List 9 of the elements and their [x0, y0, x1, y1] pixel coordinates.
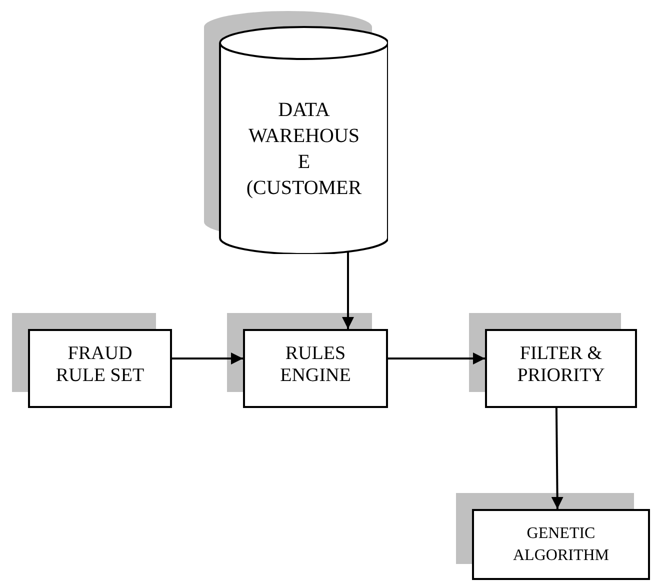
- node-label: DATA WAREHOUS E (CUSTOMER: [246, 98, 362, 201]
- arrow: [551, 408, 564, 510]
- node-label: FILTER & PRIORITY: [516, 343, 606, 387]
- node-label: RULES ENGINE: [279, 343, 352, 387]
- arrow: [172, 352, 243, 364]
- arrow: [388, 352, 485, 364]
- arrow: [342, 252, 354, 329]
- node-label: FRAUD RULE SET: [54, 343, 146, 387]
- node-label: GENETIC ALGORITHM: [512, 524, 610, 566]
